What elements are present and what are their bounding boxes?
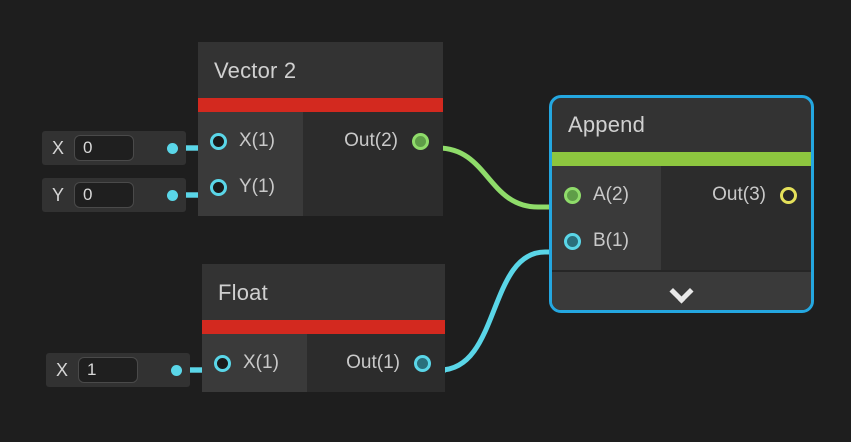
port-row-append-b[interactable]: B(1) xyxy=(552,218,661,264)
node-append-accent-bar xyxy=(552,152,811,166)
port-row-append-out[interactable]: Out(3) xyxy=(661,172,811,218)
node-float[interactable]: Float X(1) Out(1) xyxy=(202,264,445,392)
port-dot-vector2-out[interactable] xyxy=(412,132,429,150)
property-row-float-x[interactable]: X xyxy=(46,353,190,387)
port-label-vector2-x: X(1) xyxy=(239,130,275,151)
node-float-body: X(1) Out(1) xyxy=(202,334,445,392)
node-vector2[interactable]: Vector 2 X(1) Y(1) Out(2) xyxy=(198,42,443,216)
port-dot-append-a[interactable] xyxy=(564,186,581,204)
property-row-vector2-y[interactable]: Y xyxy=(42,178,186,212)
port-row-float-x[interactable]: X(1) xyxy=(202,340,307,386)
port-row-vector2-out[interactable]: Out(2) xyxy=(303,118,443,164)
port-dot-append-b[interactable] xyxy=(564,232,581,250)
port-row-append-a[interactable]: A(2) xyxy=(552,172,661,218)
node-append[interactable]: Append A(2) B(1) Out(3) xyxy=(549,95,814,313)
node-vector2-accent-bar xyxy=(198,98,443,112)
property-label-x: X xyxy=(52,137,65,158)
port-row-float-out[interactable]: Out(1) xyxy=(307,340,445,386)
node-float-accent-bar xyxy=(202,320,445,334)
property-input-vector2-x[interactable] xyxy=(74,135,134,161)
port-row-vector2-y[interactable]: Y(1) xyxy=(198,164,303,210)
node-append-title: Append xyxy=(568,112,646,137)
port-row-vector2-x[interactable]: X(1) xyxy=(198,118,303,164)
node-vector2-inputs: X(1) Y(1) xyxy=(198,112,303,216)
node-vector2-title: Vector 2 xyxy=(214,58,297,83)
port-dot-float-x[interactable] xyxy=(214,354,231,372)
node-float-title: Float xyxy=(218,280,268,305)
port-dot-float-out[interactable] xyxy=(414,354,431,372)
port-dot-vector2-x[interactable] xyxy=(210,132,227,150)
node-append-outputs: Out(3) xyxy=(661,166,811,270)
port-row-append-spacer xyxy=(661,218,811,264)
property-connector-dot-y[interactable] xyxy=(167,189,178,201)
port-label-vector2-out: Out(2) xyxy=(344,130,398,151)
port-label-append-b: B(1) xyxy=(593,230,629,251)
port-row-vector2-spacer xyxy=(303,164,443,210)
node-append-body: A(2) B(1) Out(3) xyxy=(552,166,811,270)
property-connector-dot-float-x[interactable] xyxy=(171,364,182,376)
property-connector-dot-x[interactable] xyxy=(167,142,178,154)
port-label-float-out: Out(1) xyxy=(346,352,400,373)
property-input-float-x[interactable] xyxy=(78,357,138,383)
node-append-inputs: A(2) B(1) xyxy=(552,166,661,270)
node-vector2-outputs: Out(2) xyxy=(303,112,443,216)
port-label-float-x: X(1) xyxy=(243,352,279,373)
property-label-float-x: X xyxy=(56,359,69,380)
port-label-append-a: A(2) xyxy=(593,184,629,205)
chevron-down-icon xyxy=(671,280,693,302)
port-dot-append-out[interactable] xyxy=(780,186,797,204)
property-label-y: Y xyxy=(52,184,65,205)
node-append-expander[interactable] xyxy=(552,270,811,310)
node-float-inputs: X(1) xyxy=(202,334,307,392)
port-label-vector2-y: Y(1) xyxy=(239,176,275,197)
port-label-append-out: Out(3) xyxy=(712,184,766,205)
property-input-vector2-y[interactable] xyxy=(74,182,134,208)
port-dot-vector2-y[interactable] xyxy=(210,178,227,196)
node-vector2-body: X(1) Y(1) Out(2) xyxy=(198,112,443,216)
property-row-vector2-x[interactable]: X xyxy=(42,131,186,165)
node-float-outputs: Out(1) xyxy=(307,334,445,392)
